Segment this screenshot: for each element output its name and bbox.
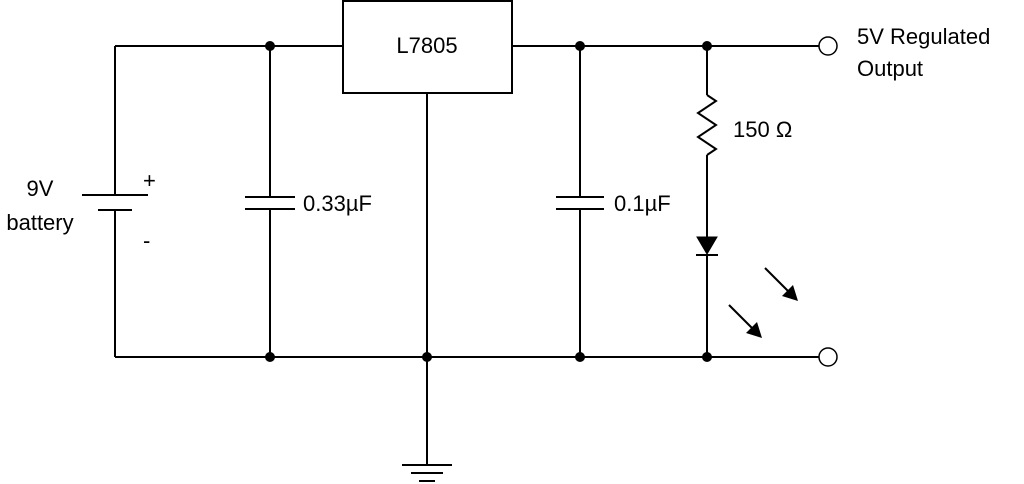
output-terminal-positive: [818, 36, 838, 56]
input-capacitor: [245, 46, 295, 357]
junction-dots: [265, 41, 712, 362]
output-capacitor: [556, 46, 604, 357]
ground-symbol: [402, 464, 452, 482]
output-label-line1: 5V Regulated: [857, 24, 990, 49]
regulator-label: L7805: [396, 33, 457, 58]
battery-plus-sign: +: [143, 168, 156, 193]
light-emission-arrows-icon: [728, 267, 798, 338]
battery-label-line2: battery: [6, 210, 73, 235]
output-capacitor-label: 0.1µF: [614, 191, 671, 216]
led: [696, 236, 718, 357]
resistor-label: 150 Ω: [733, 117, 792, 142]
input-capacitor-label: 0.33µF: [303, 191, 372, 216]
battery-label-line1: 9V: [27, 176, 54, 201]
output-terminal-ground: [818, 347, 838, 367]
output-label-line2: Output: [857, 56, 923, 81]
resistor: [696, 46, 718, 237]
battery: [82, 46, 148, 357]
battery-minus-sign: -: [143, 228, 150, 253]
